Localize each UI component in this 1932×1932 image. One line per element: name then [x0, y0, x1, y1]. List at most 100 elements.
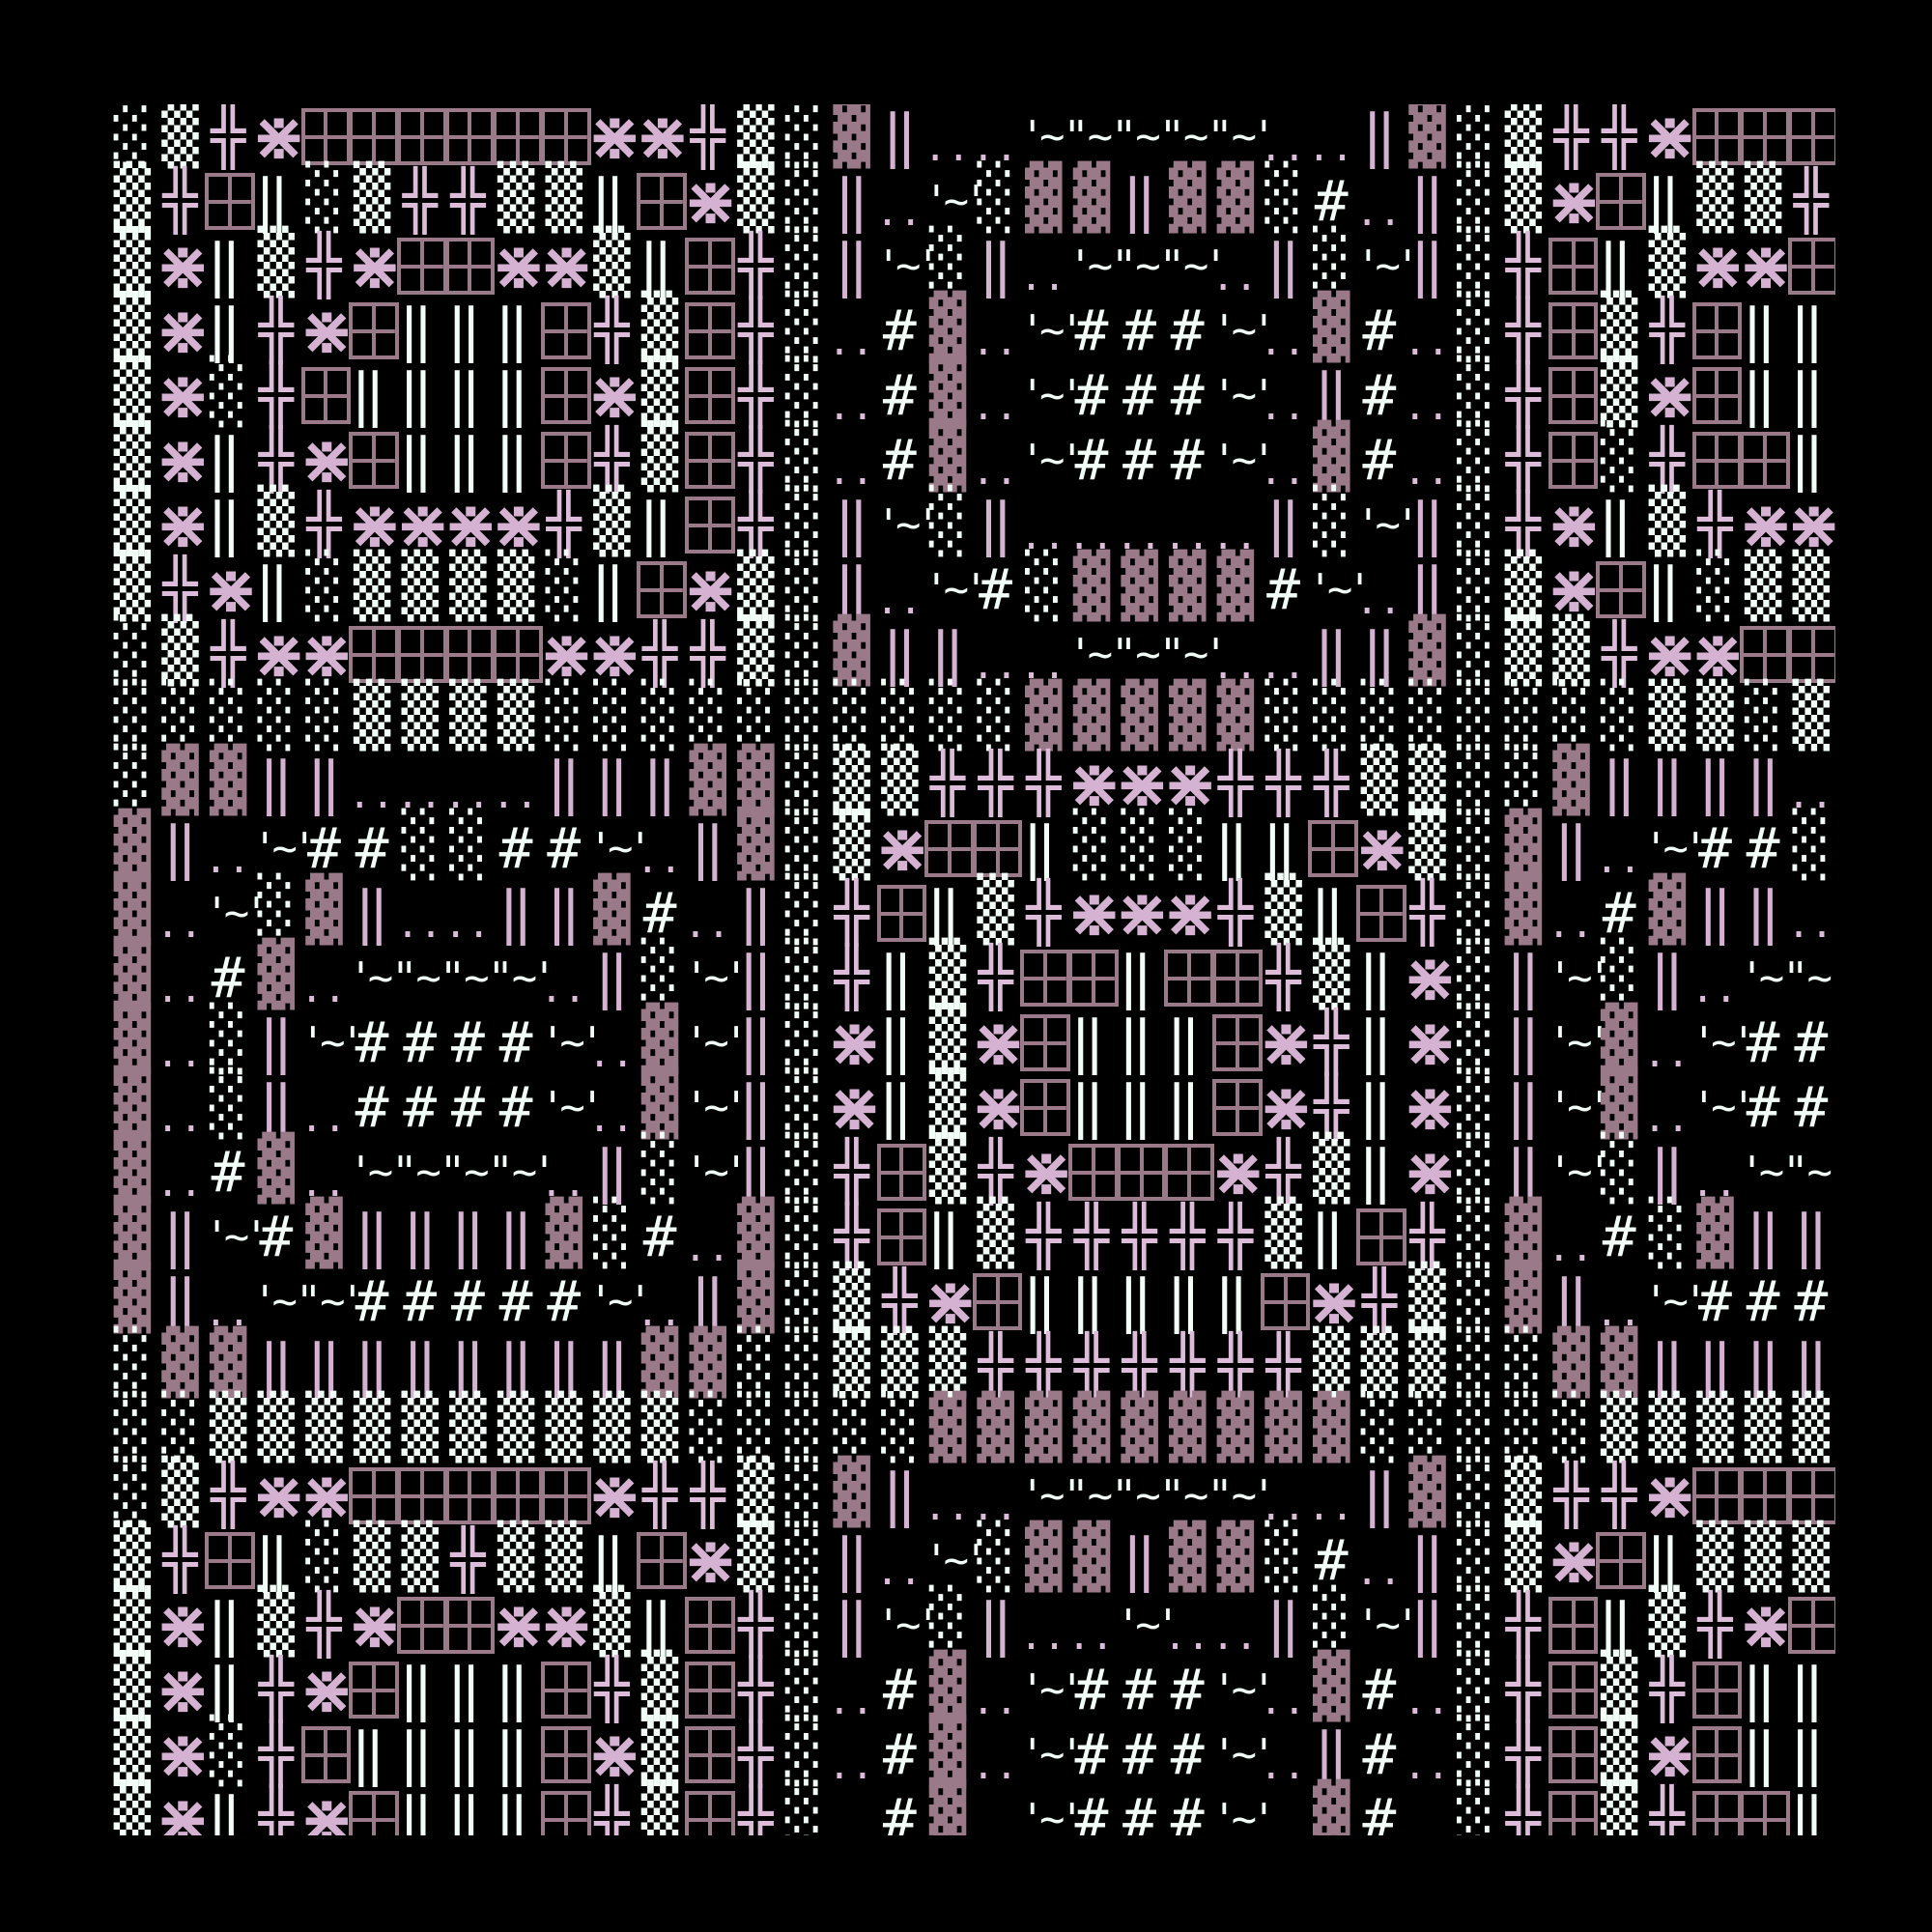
light-shade-glyph: ░ [784, 1392, 823, 1463]
window-box-glyph: 田 [1691, 1722, 1742, 1787]
pink-double-bar-glyph: ‖ [834, 1591, 869, 1659]
hash-glyph: # [1170, 427, 1205, 493]
window-box-glyph: 田 [684, 298, 735, 363]
dots-glyph: .. [1547, 1226, 1594, 1270]
tilde-quote-glyph: '~' [923, 177, 988, 226]
light-shade-glyph: ░ [113, 615, 152, 687]
light-shade-glyph: ░ [784, 1068, 823, 1140]
hash-glyph: # [355, 1268, 389, 1334]
medium-shade-glyph: ▒ [545, 162, 582, 234]
window-box-glyph: 田 [684, 234, 735, 298]
light-shade-glyph: ░ [113, 680, 152, 752]
double-cross-glyph: ╬ [258, 1785, 294, 1836]
dark-shade-glyph: ▓ [305, 874, 343, 946]
light-shade-glyph: ░ [640, 680, 679, 752]
double-cross-glyph: ╬ [1026, 750, 1062, 817]
dots-glyph: .. [395, 902, 443, 947]
dark-shade-glyph: ▓ [113, 1068, 152, 1140]
light-shade-glyph: ░ [1552, 680, 1590, 752]
light-shade-glyph: ░ [209, 680, 247, 752]
hash-glyph: # [1170, 1786, 1205, 1836]
glyph-row: ▒⋇‖╬⋇田‖‖‖田╬▒田╬░..#▓..'~'###'~'..▓#..░╬田▒… [108, 292, 1835, 364]
window-box-glyph: 田 [684, 1593, 735, 1658]
white-double-bar-glyph: ‖ [207, 232, 250, 299]
medium-shade-glyph: ▒ [1408, 745, 1446, 816]
dots-glyph: .. [971, 384, 1018, 429]
window-box-glyph: 田 [204, 1528, 255, 1593]
medium-shade-glyph: ▒ [833, 1263, 870, 1334]
hash-glyph: # [882, 298, 917, 363]
tilde-quote-glyph: '~' [683, 953, 749, 1003]
white-double-bar-glyph: ‖ [446, 297, 490, 364]
medium-shade-glyph: ▒ [1360, 745, 1399, 816]
division-times-glyph: ⋇ [299, 617, 354, 692]
medium-shade-glyph: ▒ [737, 615, 775, 687]
tilde-quote-glyph: '~' [1115, 242, 1180, 291]
division-times-glyph: ⋇ [443, 488, 497, 562]
light-shade-glyph: ░ [784, 1521, 823, 1593]
tilde-quote-glyph: '~' [1643, 824, 1708, 873]
medium-shade-glyph: ▒ [161, 1457, 199, 1528]
light-shade-glyph: ░ [1072, 810, 1111, 881]
white-double-bar-glyph: ‖ [1789, 361, 1833, 429]
division-times-glyph: ⋇ [971, 1006, 1026, 1080]
window-box-glyph: 田 [636, 557, 687, 622]
window-box-glyph: 田 [1163, 946, 1214, 1010]
double-cross-glyph: ╬ [1314, 1073, 1350, 1141]
division-times-glyph: ⋇ [299, 1459, 354, 1533]
pink-double-bar-glyph: ‖ [546, 879, 582, 947]
white-double-bar-glyph: ‖ [638, 232, 682, 299]
double-cross-glyph: ╬ [258, 361, 294, 429]
dots-glyph: .. [1307, 126, 1354, 170]
white-double-bar-glyph: ‖ [1789, 426, 1833, 494]
tilde-quote-glyph: '~' [1211, 1795, 1276, 1835]
dots-glyph: .. [299, 967, 347, 1011]
white-double-bar-glyph: ‖ [1166, 1073, 1209, 1141]
division-times-glyph: ⋇ [1403, 941, 1458, 1015]
glyph-row: ▒⋇░╬田‖‖‖‖田⋇▒田╬░..#▓..'~'###'~'..‖#..░╬田▒… [108, 1720, 1835, 1788]
dark-shade-glyph: ▓ [1312, 292, 1350, 363]
light-shade-glyph: ░ [1408, 1392, 1446, 1463]
white-double-bar-glyph: ‖ [925, 879, 970, 947]
double-cross-glyph: ╬ [1122, 1332, 1157, 1400]
light-shade-glyph: ░ [1025, 551, 1063, 622]
tilde-quote-glyph: '~' [1547, 1018, 1612, 1067]
double-cross-glyph: ╬ [306, 232, 342, 299]
dots-glyph: .. [204, 838, 251, 882]
light-shade-glyph: ░ [1792, 810, 1831, 881]
double-cross-glyph: ╬ [738, 361, 774, 429]
dots-glyph: .. [1259, 384, 1306, 429]
light-shade-glyph: ░ [1504, 680, 1543, 752]
white-double-bar-glyph: ‖ [1166, 1009, 1209, 1076]
white-double-bar-glyph: ‖ [1742, 1656, 1785, 1723]
division-times-glyph: ⋇ [1786, 488, 1835, 562]
dots-glyph: .. [1643, 1032, 1690, 1076]
dark-shade-glyph: ▓ [737, 810, 775, 881]
dark-shade-glyph: ▓ [1600, 1327, 1638, 1399]
light-shade-glyph: ░ [209, 356, 247, 428]
window-box-glyph: 田 [1691, 104, 1742, 169]
window-box-glyph: 田 [1067, 946, 1119, 1010]
white-double-bar-glyph: ‖ [1118, 944, 1161, 1011]
pink-double-bar-glyph: ‖ [1697, 1332, 1733, 1400]
window-box-glyph: 田 [1260, 1269, 1311, 1334]
dark-shade-glyph: ▓ [689, 745, 726, 816]
division-times-glyph: ⋇ [1115, 876, 1170, 951]
tilde-quote-glyph: '~' [683, 1083, 749, 1132]
medium-shade-glyph: ▒ [353, 1392, 391, 1463]
light-shade-glyph: ░ [1456, 1263, 1494, 1334]
dark-shade-glyph: ▓ [1696, 1198, 1734, 1269]
tilde-quote-glyph: '~' [1211, 1730, 1276, 1779]
double-cross-glyph: ╬ [834, 944, 869, 1011]
window-box-glyph: 田 [1548, 234, 1598, 298]
medium-shade-glyph: ▒ [1504, 104, 1543, 169]
dots-glyph: .. [1403, 1808, 1450, 1835]
light-shade-glyph: ░ [1312, 1586, 1350, 1658]
double-cross-glyph: ╬ [594, 1656, 630, 1723]
double-cross-glyph: ╬ [1505, 1656, 1541, 1723]
dark-shade-glyph: ▓ [593, 874, 631, 946]
light-shade-glyph: ░ [1600, 939, 1638, 1010]
medium-shade-glyph: ▒ [1792, 680, 1831, 752]
medium-shade-glyph: ▒ [305, 1392, 343, 1463]
hash-glyph: # [642, 880, 677, 946]
